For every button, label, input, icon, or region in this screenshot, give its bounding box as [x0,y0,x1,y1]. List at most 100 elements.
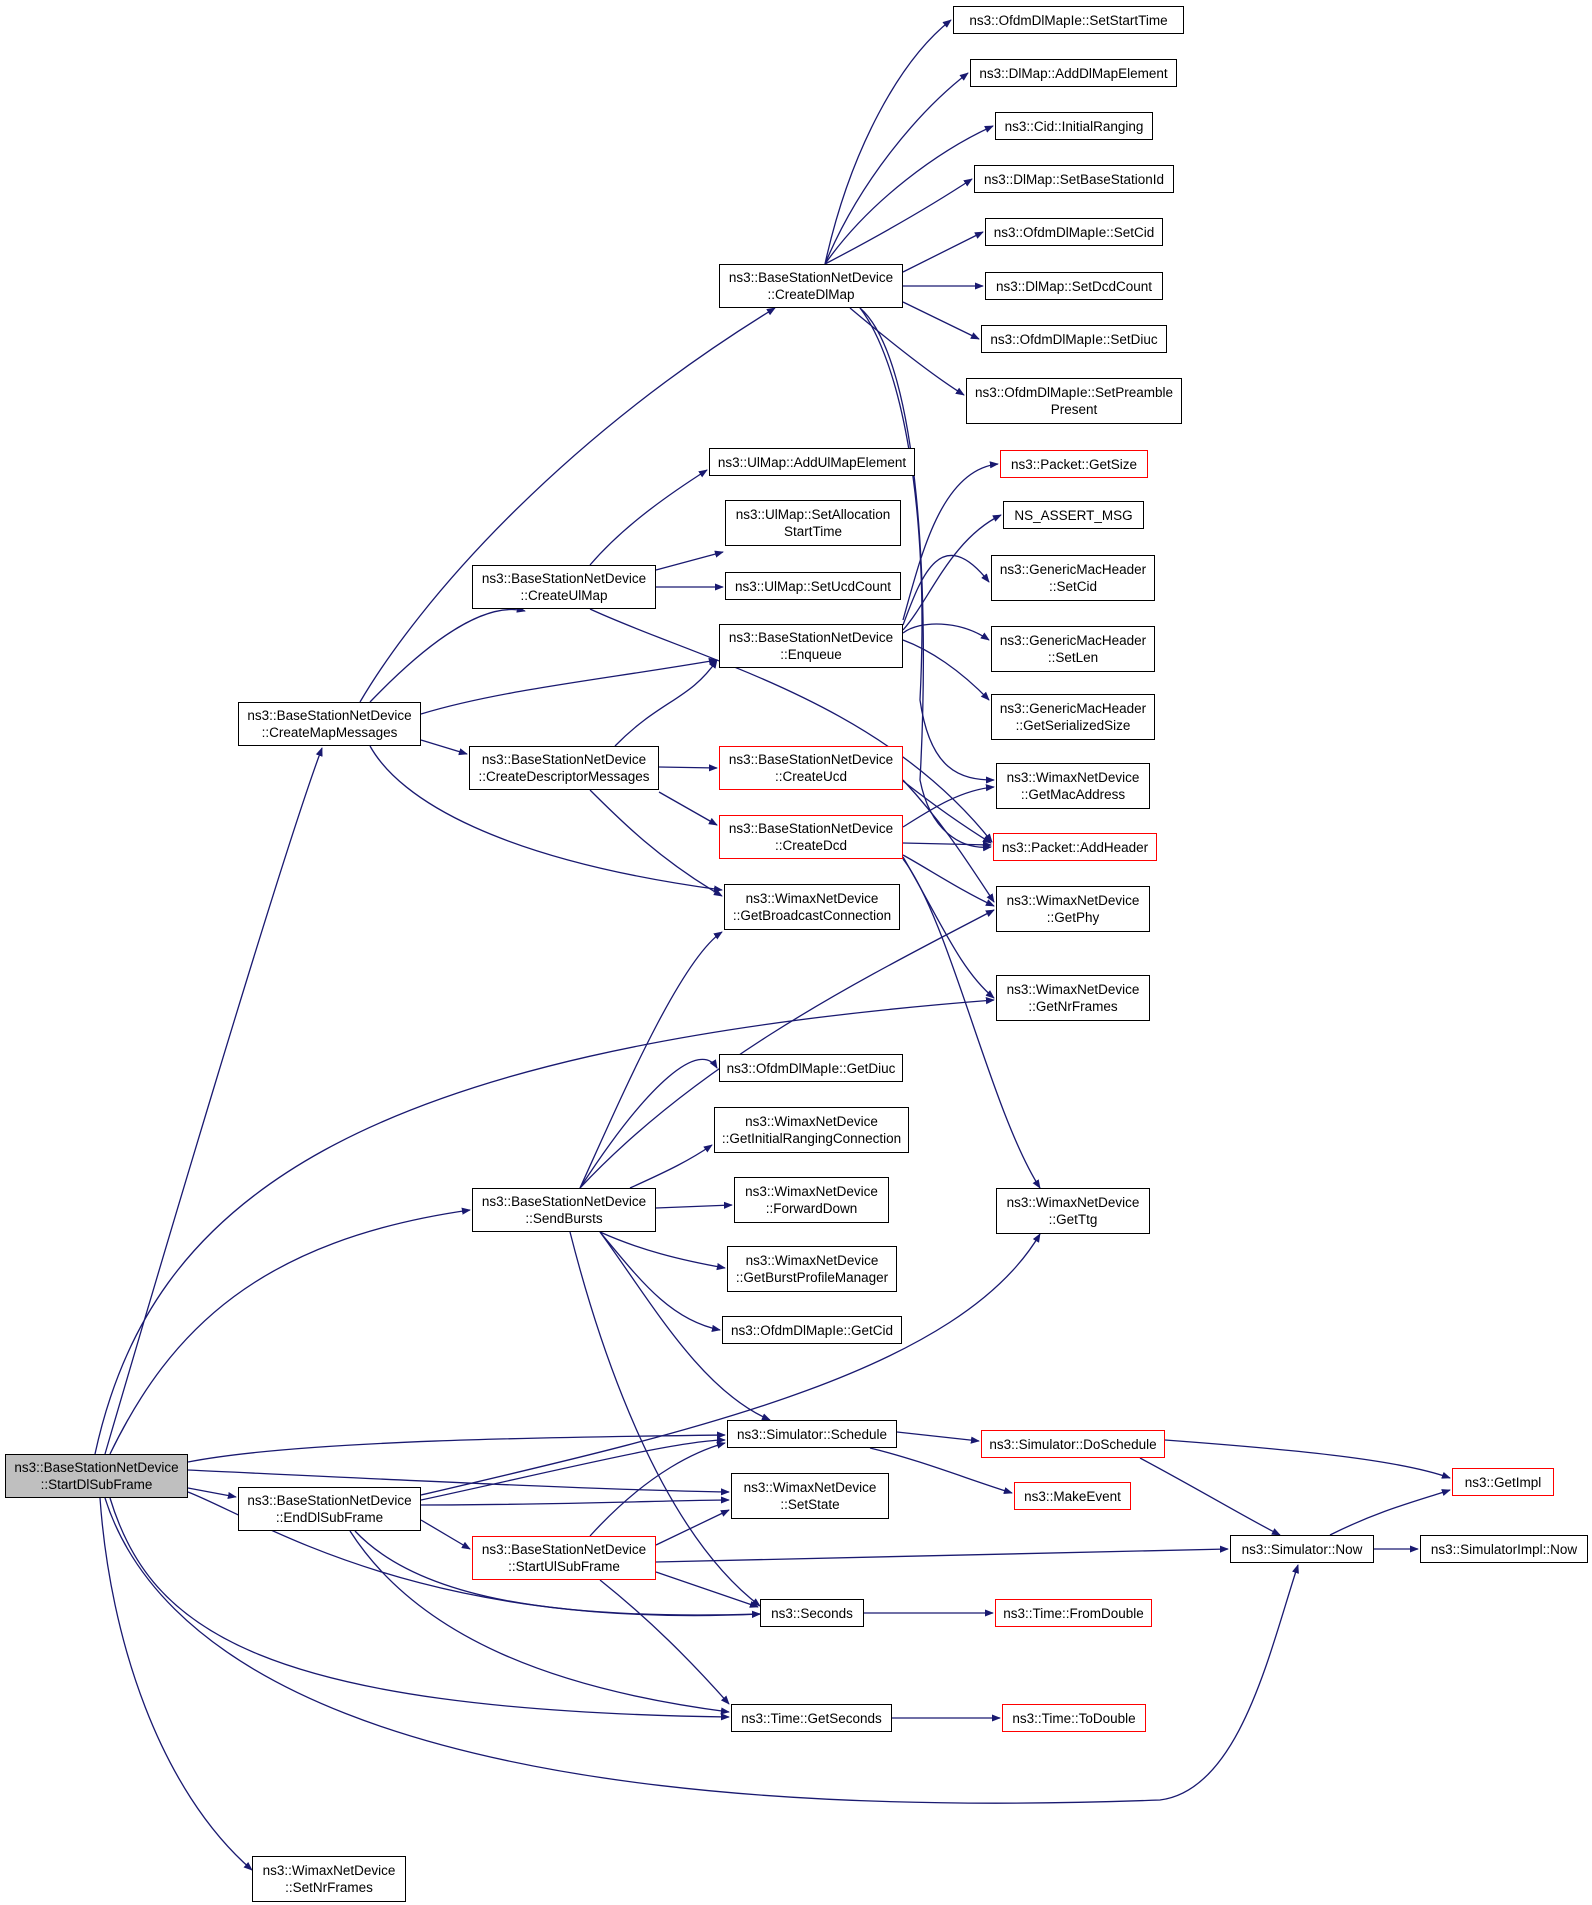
call-edge [824,178,973,265]
node-generic-set-cid[interactable]: ns3::GenericMacHeader ::SetCid [991,555,1155,601]
node-label: ns3::Time::ToDouble [1012,1710,1136,1726]
call-edge [902,779,995,903]
node-label: ns3::BaseStationNetDevice ::StartDlSubFr… [14,1460,179,1492]
node-packet-add-header[interactable]: ns3::Packet::AddHeader [993,833,1157,861]
node-generic-set-len[interactable]: ns3::GenericMacHeader ::SetLen [991,626,1155,672]
node-create-map-messages[interactable]: ns3::BaseStationNetDevice ::CreateMapMes… [238,702,421,746]
node-set-allocation-start-time[interactable]: ns3::UlMap::SetAllocation StartTime [725,500,901,546]
call-edge [187,1431,726,1463]
node-set-state[interactable]: ns3::WimaxNetDevice ::SetState [731,1473,889,1519]
node-forward-down[interactable]: ns3::WimaxNetDevice ::ForwardDown [734,1177,889,1223]
call-edge [614,659,718,747]
node-label: NS_ASSERT_MSG [1014,507,1133,523]
node-send-bursts[interactable]: ns3::BaseStationNetDevice ::SendBursts [472,1188,656,1232]
call-edge [569,1231,761,1607]
node-start-ul-subframe[interactable]: ns3::BaseStationNetDevice ::StartUlSubFr… [472,1536,656,1580]
node-create-dl-map[interactable]: ns3::BaseStationNetDevice ::CreateDlMap [719,264,903,308]
node-end-dl-subframe[interactable]: ns3::BaseStationNetDevice ::EndDlSubFram… [238,1487,421,1531]
node-create-ul-map[interactable]: ns3::BaseStationNetDevice ::CreateUlMap [472,565,656,609]
call-edge [849,307,965,396]
node-label: ns3::BaseStationNetDevice ::SendBursts [481,1194,647,1226]
call-edge [104,1497,1299,1804]
node-label: ns3::WimaxNetDevice ::GetMacAddress [1006,770,1140,802]
node-get-phy[interactable]: ns3::WimaxNetDevice ::GetPhy [996,886,1150,932]
node-label: ns3::Seconds [771,1605,853,1621]
node-ns-assert-msg[interactable]: NS_ASSERT_MSG [1003,501,1144,529]
node-label: ns3::GenericMacHeader ::GetSerializedSiz… [999,701,1147,733]
node-create-dcd[interactable]: ns3::BaseStationNetDevice ::CreateDcd [719,815,903,859]
call-edge [579,931,723,1189]
node-simulator-impl-now[interactable]: ns3::SimulatorImpl::Now [1420,1535,1588,1563]
node-set-ucd-count[interactable]: ns3::UlMap::SetUcdCount [725,572,901,600]
node-get-impl[interactable]: ns3::GetImpl [1452,1468,1554,1496]
call-edge [859,307,992,852]
node-label: ns3::BaseStationNetDevice ::CreateDcd [728,821,894,853]
node-label: ns3::WimaxNetDevice ::SetState [743,1480,877,1512]
node-create-descriptor-messages[interactable]: ns3::BaseStationNetDevice ::CreateDescri… [469,746,659,790]
node-get-initial-ranging-connection[interactable]: ns3::WimaxNetDevice ::GetInitialRangingC… [714,1107,909,1153]
node-simulator-do-schedule[interactable]: ns3::Simulator::DoSchedule [981,1430,1165,1458]
call-edge [420,1436,726,1501]
node-simulator-schedule[interactable]: ns3::Simulator::Schedule [727,1420,897,1448]
node-get-cid[interactable]: ns3::OfdmDlMapIe::GetCid [722,1316,902,1344]
call-edge [1329,1489,1451,1536]
call-edge [599,1231,721,1332]
call-edge [1164,1439,1451,1479]
node-set-dcd-count[interactable]: ns3::DlMap::SetDcdCount [985,272,1163,300]
node-enqueue[interactable]: ns3::BaseStationNetDevice ::Enqueue [719,624,903,668]
node-set-base-station-id[interactable]: ns3::DlMap::SetBaseStationId [974,165,1174,193]
call-edge [187,1487,237,1500]
node-label: ns3::BaseStationNetDevice ::CreateDlMap [728,270,894,302]
node-label: ns3::BaseStationNetDevice ::CreateDescri… [478,752,650,784]
node-label: ns3::SimulatorImpl::Now [1430,1541,1578,1557]
node-packet-get-size[interactable]: ns3::Packet::GetSize [1000,450,1148,478]
node-get-ttg[interactable]: ns3::WimaxNetDevice ::GetTtg [996,1188,1150,1234]
node-label: ns3::DlMap::SetDcdCount [995,278,1153,294]
node-get-mac-address[interactable]: ns3::WimaxNetDevice ::GetMacAddress [996,763,1150,809]
node-label: ns3::Simulator::DoSchedule [989,1436,1157,1452]
call-edge [369,745,723,893]
node-get-broadcast-connection[interactable]: ns3::WimaxNetDevice ::GetBroadcastConnec… [724,884,900,930]
node-label: ns3::Simulator::Now [1241,1541,1363,1557]
call-edge [655,1201,733,1209]
call-edge [599,1231,771,1421]
node-set-diuc[interactable]: ns3::OfdmDlMapIe::SetDiuc [981,325,1167,353]
node-label: ns3::UlMap::SetUcdCount [734,578,892,594]
node-label: ns3::BaseStationNetDevice ::CreateUcd [728,752,894,784]
call-edge [658,764,718,772]
node-time-get-seconds[interactable]: ns3::Time::GetSeconds [731,1704,892,1732]
call-edge [824,72,969,265]
call-edge [902,784,995,828]
call-edge [420,1233,1041,1496]
call-edge [109,1207,471,1455]
node-get-burst-profile-manager[interactable]: ns3::WimaxNetDevice ::GetBurstProfileMan… [727,1246,897,1292]
node-set-nr-frames[interactable]: ns3::WimaxNetDevice ::SetNrFrames [252,1856,406,1902]
node-add-dl-map-element[interactable]: ns3::DlMap::AddDlMapElement [970,59,1177,87]
call-edge [896,1431,980,1444]
node-initial-ranging[interactable]: ns3::Cid::InitialRanging [995,112,1153,140]
node-create-ucd[interactable]: ns3::BaseStationNetDevice ::CreateUcd [719,746,903,790]
node-label: ns3::Time::GetSeconds [741,1710,882,1726]
node-label: ns3::UlMap::SetAllocation StartTime [735,507,891,539]
node-label: ns3::MakeEvent [1024,1488,1121,1504]
call-edge [349,1530,730,1715]
call-edge [902,623,990,641]
call-edge [359,307,776,703]
node-make-event[interactable]: ns3::MakeEvent [1014,1482,1131,1510]
node-add-ul-map-element[interactable]: ns3::UlMap::AddUlMapElement [709,448,915,476]
node-generic-get-serialized-size[interactable]: ns3::GenericMacHeader ::GetSerializedSiz… [991,694,1155,740]
node-label: ns3::GetImpl [1464,1474,1542,1490]
node-seconds[interactable]: ns3::Seconds [760,1599,864,1627]
node-time-from-double[interactable]: ns3::Time::FromDouble [995,1599,1152,1627]
node-label: ns3::WimaxNetDevice ::GetPhy [1006,893,1140,925]
call-edge [902,301,980,340]
node-set-start-time[interactable]: ns3::OfdmDlMapIe::SetStartTime [953,6,1184,34]
node-get-nr-frames[interactable]: ns3::WimaxNetDevice ::GetNrFrames [996,975,1150,1021]
call-edge [420,739,468,756]
node-set-cid[interactable]: ns3::OfdmDlMapIe::SetCid [985,218,1163,246]
node-get-diuc[interactable]: ns3::OfdmDlMapIe::GetDiuc [719,1054,903,1082]
node-time-to-double[interactable]: ns3::Time::ToDouble [1002,1704,1146,1732]
node-set-preamble-present[interactable]: ns3::OfdmDlMapIe::SetPreamble Present [966,378,1182,424]
node-simulator-now[interactable]: ns3::Simulator::Now [1230,1535,1374,1563]
call-edge [579,1058,718,1189]
